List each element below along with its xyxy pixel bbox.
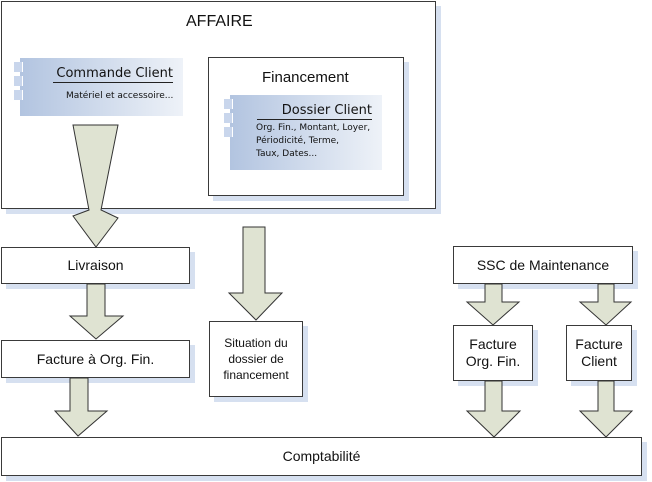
commande-client-detail: Matériel et accessoire... — [66, 91, 174, 101]
dossier-client-title: Dossier Client — [257, 103, 372, 120]
situation-dossier-box: Situation du dossier de financement — [209, 321, 303, 397]
dossier-client-detail: Org. Fin., Montant, Loyer, Périodicité, … — [256, 123, 371, 159]
commande-client-title: Commande Client — [53, 66, 173, 83]
commande-client-doc: Commande Client Matériel et accessoire..… — [14, 58, 183, 116]
facture-client-box: Facture Client — [566, 325, 632, 381]
arrow-facture-client-to-comptabilite — [578, 380, 634, 438]
comptabilite-box: Comptabilité — [1, 437, 642, 476]
financement-title: Financement — [262, 69, 349, 86]
affaire-title: AFFAIRE — [186, 13, 253, 30]
ssc-maintenance-box: SSC de Maintenance — [453, 246, 633, 284]
doc-tabs-icon — [14, 62, 23, 104]
arrow-facture-org-to-comptabilite — [465, 380, 522, 438]
doc-tabs-icon — [224, 99, 233, 141]
arrow-financement-to-situation — [227, 226, 284, 321]
facture-org-fin-box: Facture à Org. Fin. — [1, 340, 190, 378]
arrow-facture-to-comptabilite — [53, 377, 109, 437]
dossier-client-doc: Dossier Client Org. Fin., Montant, Loyer… — [224, 95, 382, 170]
arrow-ssc-to-facture-org — [465, 283, 521, 326]
arrow-ssc-to-facture-client — [578, 283, 633, 326]
arrow-commande-to-livraison — [72, 124, 119, 248]
arrow-livraison-to-facture — [68, 283, 125, 340]
